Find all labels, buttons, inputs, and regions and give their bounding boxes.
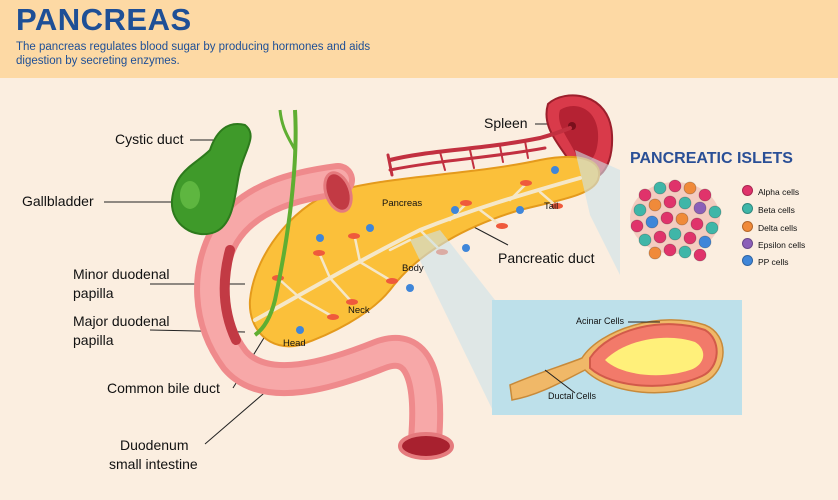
- label-gallbladder: Gallbladder: [22, 193, 94, 209]
- islets-title: PANCREATIC ISLETS: [630, 150, 793, 167]
- delta-cell-swatch: [742, 221, 753, 232]
- alpha-cell-swatch: [742, 185, 753, 196]
- legend-epsilon: Epsilon cells: [742, 238, 805, 250]
- label-duodenum-line1: Duodenum: [120, 437, 189, 453]
- label-common-bile-duct: Common bile duct: [107, 380, 220, 396]
- label-body: Body: [402, 263, 424, 274]
- legend-label: Delta cells: [758, 223, 798, 233]
- label-minor-papilla-line2: papilla: [73, 285, 114, 301]
- page-subtitle: The pancreas regulates blood sugar by pr…: [16, 41, 371, 67]
- label-minor-papilla-line1: Minor duodenal: [73, 266, 170, 282]
- gallbladder: [170, 123, 252, 236]
- label-duodenum-line2: small intestine: [109, 456, 198, 472]
- legend-pp: PP cells: [742, 255, 789, 267]
- legend-alpha: Alpha cells: [742, 185, 799, 197]
- label-tail: Tail: [544, 201, 559, 212]
- label-major-papilla-line2: papilla: [73, 332, 114, 348]
- label-ductal-cells: Ductal Cells: [548, 391, 597, 401]
- beta-cell-swatch: [742, 203, 753, 214]
- legend-beta: Beta cells: [742, 203, 795, 215]
- label-pancreas: Pancreas: [382, 198, 423, 209]
- label-head: Head: [283, 338, 306, 349]
- label-pancreatic-duct: Pancreatic duct: [498, 250, 595, 266]
- label-cystic-duct: Cystic duct: [115, 131, 184, 147]
- spleen: [545, 94, 614, 180]
- acinar-inset: [492, 300, 742, 415]
- label-neck: Neck: [348, 305, 370, 316]
- legend-delta: Delta cells: [742, 221, 797, 233]
- pp-cell-swatch: [742, 255, 753, 266]
- epsilon-cell-swatch: [742, 238, 753, 249]
- legend-label: Beta cells: [758, 205, 795, 215]
- label-spleen: Spleen: [484, 115, 528, 131]
- page-title: PANCREAS: [16, 2, 192, 37]
- islet-cluster: [630, 179, 722, 262]
- header-banner: [0, 0, 838, 78]
- label-major-papilla-line1: Major duodenal: [73, 313, 170, 329]
- legend-label: PP cells: [758, 257, 789, 267]
- duodenum: [194, 163, 444, 457]
- legend-label: Epsilon cells: [758, 240, 806, 250]
- legend-label: Alpha cells: [758, 187, 800, 197]
- label-acinar-cells: Acinar Cells: [576, 316, 625, 326]
